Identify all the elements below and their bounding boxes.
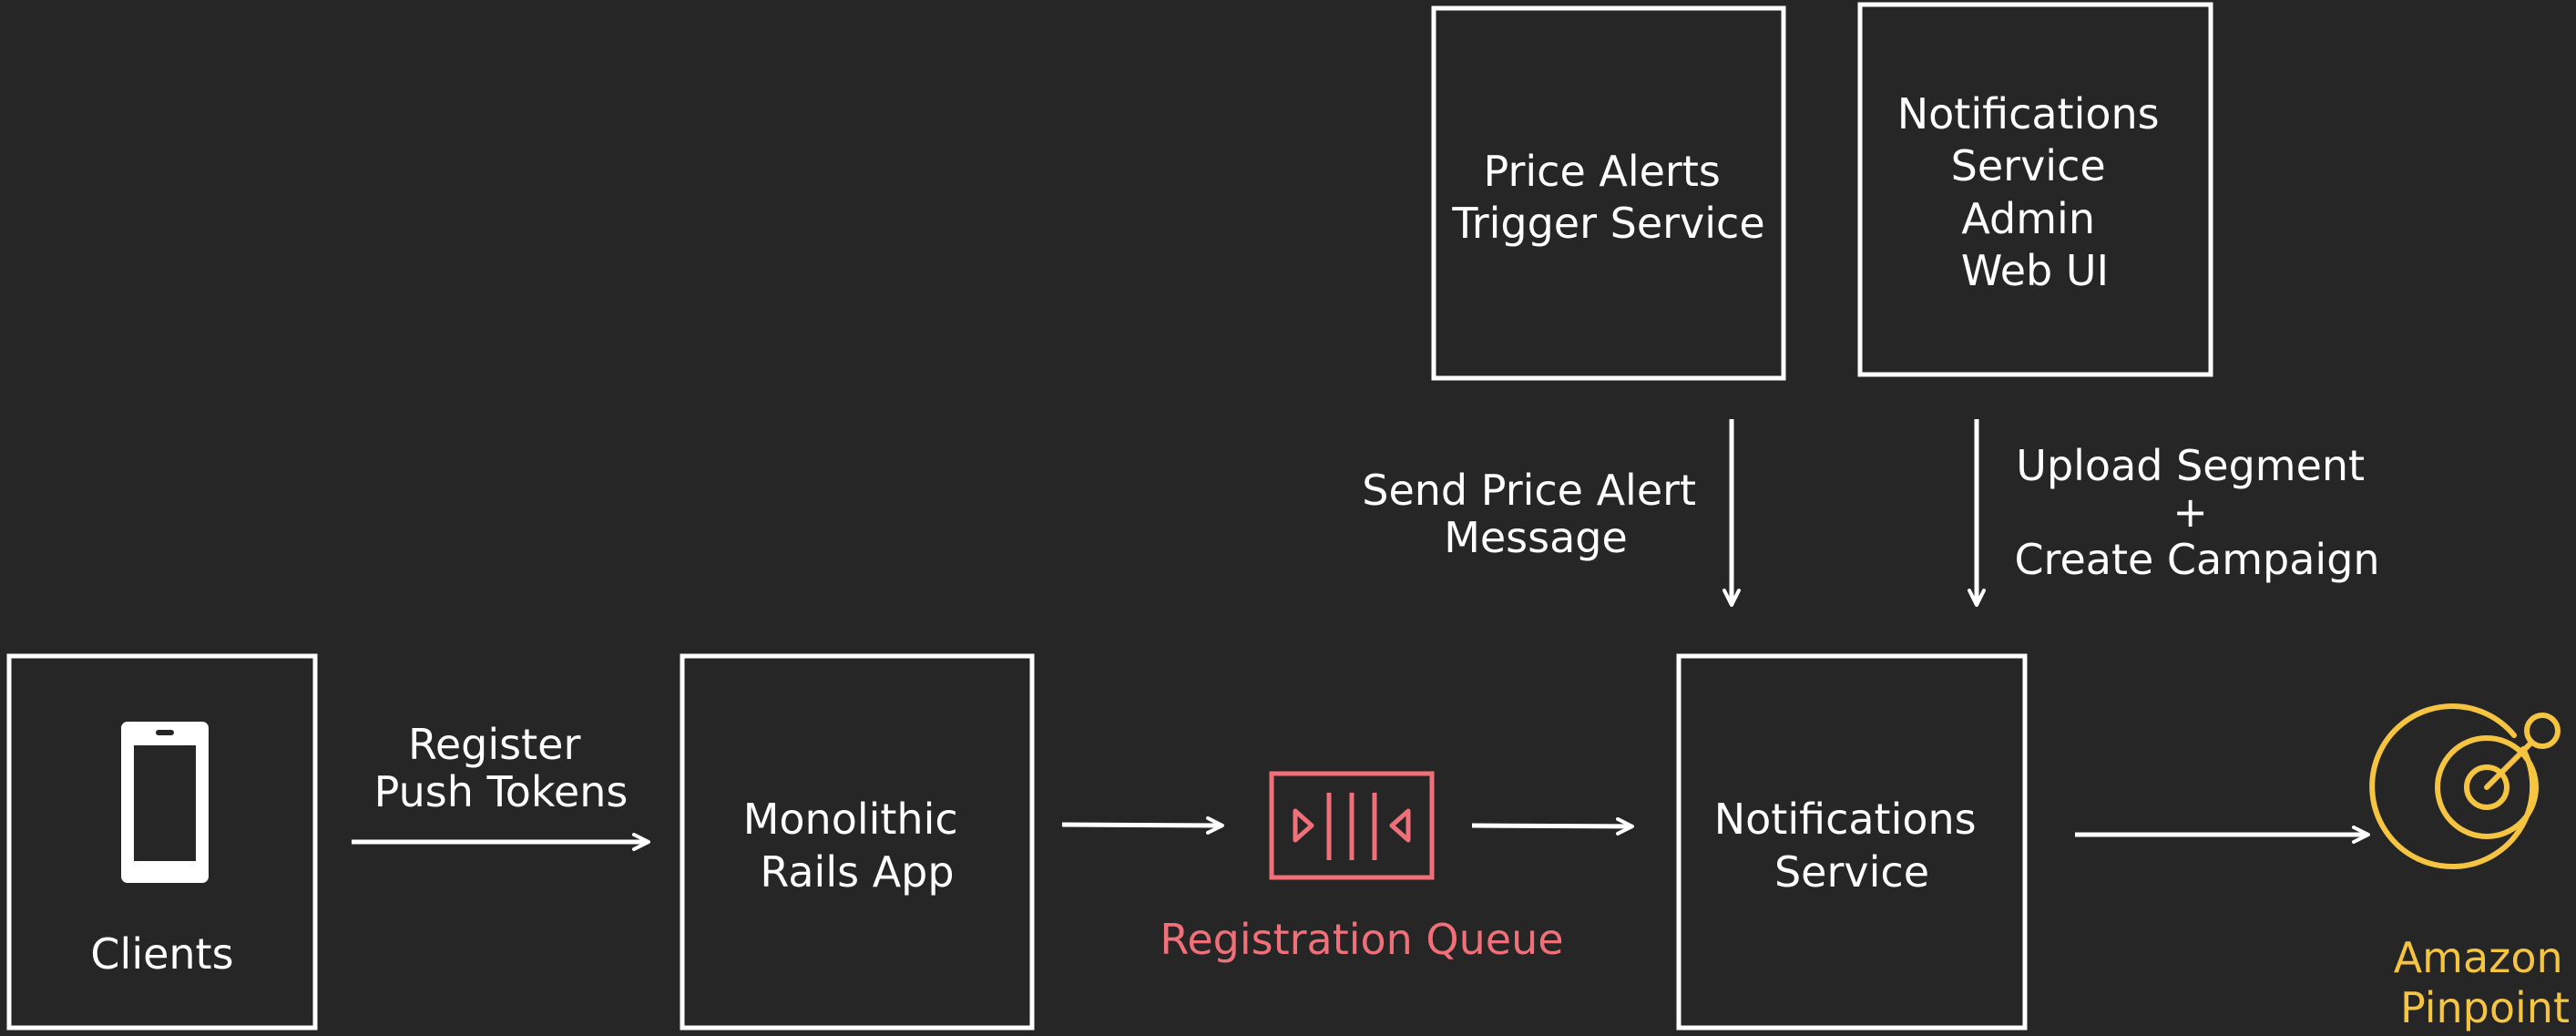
- notifications-service-node: Notifications Service: [1676, 653, 2028, 1031]
- admin-web-ui-box: [1857, 2, 2213, 377]
- registration-queue-node: Registration Queue: [1160, 771, 1564, 964]
- queue-icon: [1269, 771, 1435, 880]
- admin-web-ui-label: Notifications Service Admin Web UI: [1897, 89, 2173, 295]
- rails-app-label: Monolithic Rails App: [743, 795, 972, 897]
- register-push-tokens-label: Register Push Tokens: [374, 720, 629, 816]
- registration-queue-label: Registration Queue: [1160, 915, 1563, 964]
- admin-web-ui-node: Notifications Service Admin Web UI: [1857, 2, 2213, 377]
- edge-upload-segment: Upload Segment + Create Campaign: [1968, 419, 2380, 607]
- edge-send-price-alert: Send Price Alert Message: [1362, 419, 1741, 607]
- upload-segment-label: Upload Segment + Create Campaign: [2014, 441, 2379, 584]
- rails-app-node: Monolithic Rails App: [680, 653, 1035, 1031]
- clients-node: Clients: [6, 653, 318, 1031]
- arrow-rails-to-queue: [1061, 815, 1224, 835]
- rails-app-box: [680, 653, 1035, 1031]
- mobile-phone-icon: [121, 722, 209, 883]
- price-alerts-node: Price Alerts Trigger Service: [1431, 5, 1786, 381]
- clients-label: Clients: [90, 929, 233, 979]
- notifications-service-box: [1676, 653, 2028, 1031]
- amazon-pinpoint-label: Amazon Pinpoint: [2394, 933, 2576, 1032]
- notifications-service-label: Notifications Service: [1714, 795, 1990, 897]
- price-alerts-box: [1431, 5, 1786, 381]
- send-price-alert-label: Send Price Alert Message: [1362, 466, 1709, 562]
- edge-register-push-tokens: Register Push Tokens: [352, 720, 650, 851]
- amazon-pinpoint-node: Amazon Pinpoint: [2369, 703, 2576, 1032]
- clients-box: [6, 653, 318, 1031]
- target-icon: [2369, 703, 2561, 870]
- price-alerts-label: Price Alerts Trigger Service: [1451, 147, 1764, 248]
